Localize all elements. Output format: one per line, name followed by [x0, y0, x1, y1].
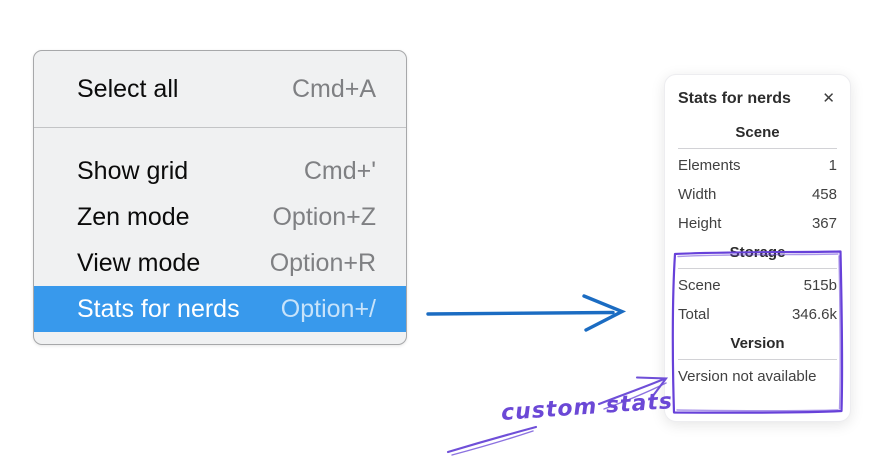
menu-item-zen-mode[interactable]: Zen mode Option+Z	[34, 194, 406, 240]
stat-row-width: Width 458	[678, 186, 837, 204]
purple-arrow-tail	[446, 425, 538, 454]
version-note: Version not available	[678, 368, 817, 385]
blue-arrow-shaft	[426, 310, 615, 316]
menu-item-shortcut: Cmd+'	[303, 156, 376, 185]
stat-label: Scene	[678, 277, 721, 294]
menu-item-select-all[interactable]: Select all Cmd+A	[34, 51, 406, 127]
stat-value: 458	[811, 186, 837, 203]
stat-label: Elements	[678, 157, 741, 174]
stat-row-elements: Elements 1	[678, 157, 837, 175]
custom-stats-annotation: custom stats	[500, 389, 674, 426]
section-divider	[678, 359, 837, 360]
section-header: Scene	[735, 124, 780, 141]
menu-item-label: Stats for nerds	[77, 294, 240, 323]
stats-panel-header: Stats for nerds ✕	[678, 89, 837, 108]
stat-label: Height	[678, 215, 722, 232]
menu-item-label: View mode	[77, 248, 201, 277]
stat-value: 367	[811, 215, 837, 232]
menu-item-label: Select all	[77, 74, 179, 103]
menu-item-label: Show grid	[77, 156, 189, 185]
stats-section-scene: Scene Elements 1 Width 458 Height 367	[678, 124, 837, 233]
stat-row-height: Height 367	[678, 215, 837, 233]
stat-row-total-size: Total 346.6k	[678, 306, 837, 324]
menu-item-stats-for-nerds[interactable]: Stats for nerds Option+/	[34, 286, 406, 332]
menu-item-label: Zen mode	[77, 202, 190, 231]
stats-section-version: Version Version not available	[678, 335, 837, 386]
stats-panel-title: Stats for nerds	[678, 90, 791, 107]
stat-row-scene-size: Scene 515b	[678, 277, 837, 295]
menu-group: Show grid Cmd+' Zen mode Option+Z View m…	[34, 128, 406, 344]
menu-divider	[34, 127, 406, 128]
blue-arrow-head	[582, 294, 627, 332]
menu-item-shortcut: Option+Z	[272, 202, 376, 231]
section-divider	[678, 268, 837, 269]
stat-value: 1	[828, 157, 837, 174]
menu-item-shortcut: Option+R	[269, 248, 376, 277]
stat-label: Width	[678, 186, 717, 203]
stat-value: 346.6k	[791, 306, 837, 323]
stat-label: Total	[678, 306, 710, 323]
section-divider	[678, 148, 837, 149]
menu-item-shortcut: Cmd+A	[291, 74, 376, 103]
section-header: Version	[730, 335, 785, 352]
blue-arrow	[426, 294, 627, 332]
purple-arrow-tail-2	[451, 430, 534, 456]
menu-item-show-grid[interactable]: Show grid Cmd+'	[34, 148, 406, 194]
close-icon[interactable]: ✕	[822, 90, 835, 107]
stat-value: 515b	[803, 277, 837, 294]
stats-panel: Stats for nerds ✕ Scene Elements 1 Width…	[664, 74, 851, 422]
menu-item-shortcut: Option+/	[280, 294, 376, 323]
context-menu: Select all Cmd+A Show grid Cmd+' Zen mod…	[33, 50, 407, 345]
section-header: Storage	[729, 244, 786, 261]
stats-section-storage: Storage Scene 515b Total 346.6k	[678, 244, 837, 324]
menu-item-view-mode[interactable]: View mode Option+R	[34, 240, 406, 286]
